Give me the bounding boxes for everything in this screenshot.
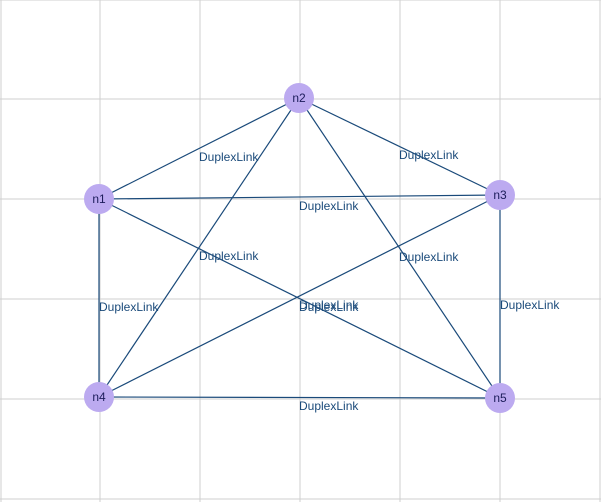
node-n2[interactable]: n2 xyxy=(284,83,314,113)
link-label-n1-n2: DuplexLink xyxy=(199,150,259,164)
node-n4[interactable]: n4 xyxy=(84,382,114,412)
link-label-n2-n3: DuplexLink xyxy=(399,148,459,162)
node-circle[interactable] xyxy=(84,184,114,214)
node-n1[interactable]: n1 xyxy=(84,184,114,214)
link-n4-n5[interactable] xyxy=(98,396,501,399)
link-n1-n3[interactable] xyxy=(98,194,501,200)
link-n1-n2[interactable] xyxy=(98,97,300,200)
link-n1-n5[interactable] xyxy=(98,198,501,399)
node-n3[interactable]: n3 xyxy=(485,180,515,210)
link-label-n2-n5: DuplexLink xyxy=(399,250,459,264)
link-n2-n5[interactable] xyxy=(298,97,501,399)
node-circle[interactable] xyxy=(485,180,515,210)
link-label-n4-n5: DuplexLink xyxy=(299,399,359,413)
link-n3-n4[interactable] xyxy=(98,194,501,398)
node-circle[interactable] xyxy=(84,382,114,412)
node-n5[interactable]: n5 xyxy=(485,383,515,413)
link-label-n2-n4: DuplexLink xyxy=(199,249,259,263)
node-circle[interactable] xyxy=(485,383,515,413)
link-label-n1-n5: DuplexLink xyxy=(299,298,359,312)
link-label-n1-n3: DuplexLink xyxy=(299,199,359,213)
link-n2-n3[interactable] xyxy=(298,97,501,196)
node-circle[interactable] xyxy=(284,83,314,113)
links xyxy=(98,97,501,399)
link-label-n1-n4: DuplexLink xyxy=(99,300,159,314)
link-label-n3-n5: DuplexLink xyxy=(500,298,560,312)
link-n2-n4[interactable] xyxy=(98,97,300,398)
link-label-n3-n4: DuplexLink xyxy=(299,300,359,314)
